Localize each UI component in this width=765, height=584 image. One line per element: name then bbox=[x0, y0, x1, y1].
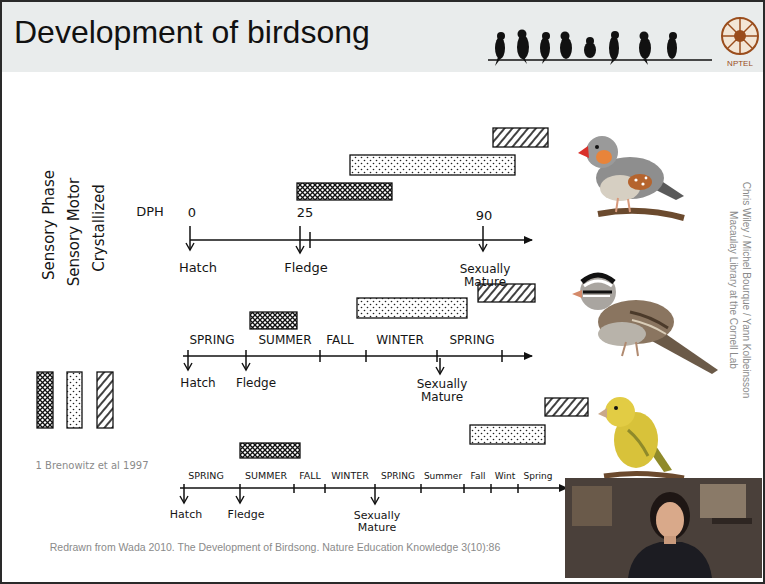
crystallized-bar bbox=[545, 398, 588, 416]
logo-text: NPTEL bbox=[727, 59, 753, 68]
photo-credit: Macaulay Library at the Cornell Lab bbox=[727, 211, 739, 369]
axis-unit: DPH bbox=[136, 205, 164, 220]
photo-credit: Chris Wiley / Michel Bourque / Yann Kolb… bbox=[740, 182, 752, 398]
nptel-logo bbox=[722, 18, 758, 54]
crystallized-bar bbox=[493, 128, 548, 147]
timeline-label: Wint bbox=[495, 471, 515, 481]
timeline-label: Fall bbox=[471, 471, 486, 481]
canary-photo bbox=[598, 397, 684, 478]
sensorimotor-bar bbox=[470, 425, 545, 444]
timeline-label: WINTER bbox=[376, 334, 424, 348]
timeline-label: SPRING bbox=[381, 471, 415, 481]
timeline-label: Sexually Mature bbox=[402, 378, 482, 404]
tick-value: 0 bbox=[188, 206, 196, 221]
slide-title: Development of birdsong bbox=[14, 14, 370, 51]
timeline-label: FALL bbox=[326, 334, 353, 348]
event-label: Sexually Mature bbox=[445, 263, 525, 289]
legend-swatch bbox=[37, 372, 53, 428]
event-label: Fledge bbox=[284, 261, 328, 276]
reference-note: 1 Brenowitz et al 1997 bbox=[36, 460, 149, 472]
zebra-finch-photo bbox=[578, 136, 684, 218]
tick-value: 25 bbox=[297, 206, 314, 221]
bird-silhouettes bbox=[488, 30, 712, 67]
timeline-label: SPRING bbox=[189, 334, 234, 348]
timeline-label: Hatch bbox=[180, 377, 215, 391]
sparrow-photo bbox=[572, 274, 718, 374]
timeline-label: Spring bbox=[523, 471, 552, 481]
sensorimotor-bar bbox=[350, 155, 515, 175]
sensory-bar bbox=[240, 443, 300, 458]
timeline-label: SUMMER bbox=[245, 471, 287, 482]
video-thumbnail bbox=[565, 478, 762, 578]
sensory-bar bbox=[250, 312, 297, 329]
timeline-label: FALL bbox=[299, 471, 321, 482]
timeline bbox=[180, 484, 567, 504]
legend-label: Sensory Phase bbox=[41, 170, 58, 280]
timeline-label: SUMMER bbox=[258, 334, 311, 348]
timeline-label: Hatch bbox=[170, 509, 202, 522]
timeline-label: Summer bbox=[424, 471, 462, 481]
event-label: Hatch bbox=[179, 261, 217, 276]
timeline-label: SPRING bbox=[449, 334, 494, 348]
legend-label: Sensory Motor bbox=[66, 178, 83, 286]
timeline-label: Fledge bbox=[228, 509, 265, 522]
timeline bbox=[183, 350, 532, 374]
timeline-label: SPRING bbox=[188, 471, 224, 482]
timeline-label: Fledge bbox=[236, 377, 276, 391]
legend-swatch bbox=[97, 372, 113, 428]
legend-swatch bbox=[67, 372, 82, 428]
timeline bbox=[190, 226, 532, 253]
tick-value: 90 bbox=[476, 209, 493, 224]
reference-note: Redrawn from Wada 2010. The Development … bbox=[50, 541, 501, 553]
sensory-bar bbox=[297, 183, 392, 200]
timeline-label: Sexually Mature bbox=[342, 510, 412, 534]
sensorimotor-bar bbox=[357, 298, 467, 318]
timeline-label: WINTER bbox=[331, 471, 369, 482]
legend-label: Crystallized bbox=[91, 184, 108, 272]
